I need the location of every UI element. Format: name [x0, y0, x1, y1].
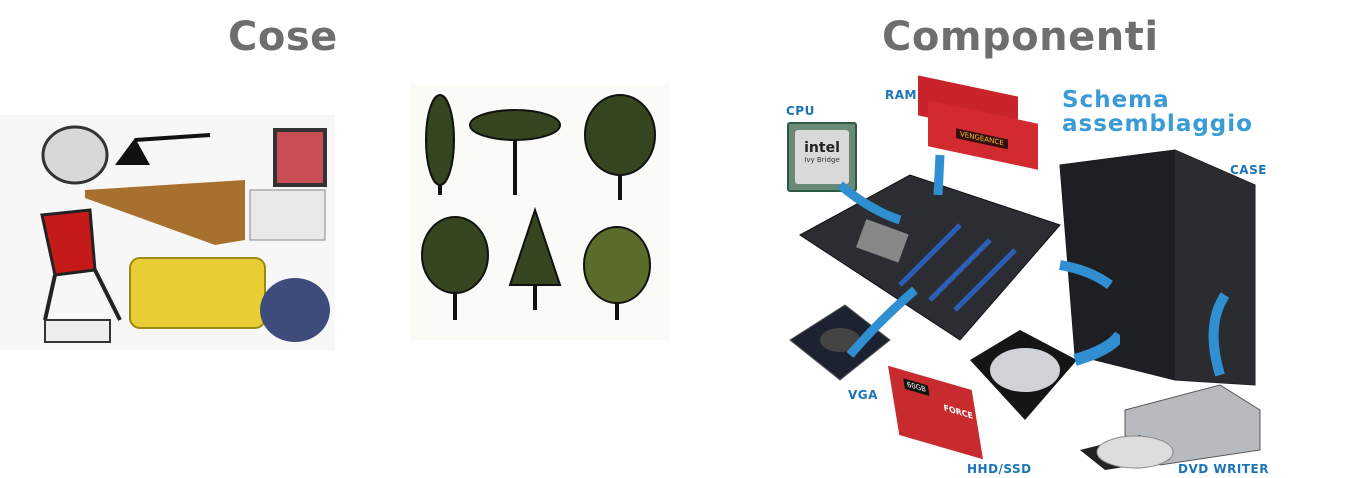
- tree-icon: [583, 226, 651, 304]
- lamp-icon: [41, 125, 109, 185]
- tree-icon: [584, 94, 656, 176]
- arrow-icon: [1059, 260, 1113, 290]
- arrow-icon: [846, 286, 918, 358]
- tree-icon: [425, 94, 455, 186]
- cose-title: Cose: [228, 14, 338, 60]
- arrow-icon: [1073, 331, 1120, 366]
- bag-icon: [260, 278, 330, 342]
- label-vga: VGA: [848, 388, 878, 402]
- assembly-arrows: [837, 154, 1120, 366]
- chair-icon: [273, 128, 327, 187]
- label-cpu: CPU: [786, 104, 815, 118]
- arrow-icon: [837, 181, 902, 225]
- arrow-icon: [1208, 292, 1230, 377]
- tree-icon: [469, 109, 561, 141]
- furniture-image: [0, 115, 335, 350]
- schema-title-line1: Schema: [1062, 87, 1170, 113]
- label-case: CASE: [1230, 163, 1267, 177]
- ssd-brand: FORCE: [942, 402, 974, 422]
- sofa-icon: [129, 257, 266, 329]
- desk-lamp-icon: [115, 138, 150, 165]
- arrow-icon: [933, 154, 945, 196]
- label-dvd-writer: DVD WRITER: [1178, 462, 1269, 476]
- componenti-title: Componenti: [882, 14, 1159, 60]
- schema-title: Schema assemblaggio: [1062, 88, 1253, 136]
- hdd-image: [970, 330, 1077, 420]
- cpu-model: Ivy Bridge: [804, 156, 840, 164]
- desk-icon: [85, 180, 245, 245]
- cpu-image: intel Ivy Bridge: [787, 122, 857, 192]
- label-hdd-ssd: HHD/SSD: [967, 462, 1032, 476]
- dvd-writer-image: [1080, 384, 1261, 470]
- tree-icon: [421, 216, 489, 294]
- cpu-brand: intel: [804, 140, 840, 156]
- motherboard-image: [799, 174, 1061, 341]
- label-ram: RAM: [885, 88, 917, 102]
- trees-image: [410, 85, 670, 340]
- vga-image: [789, 304, 891, 381]
- schema-title-line2: assemblaggio: [1062, 111, 1253, 137]
- case-image: [1059, 149, 1256, 386]
